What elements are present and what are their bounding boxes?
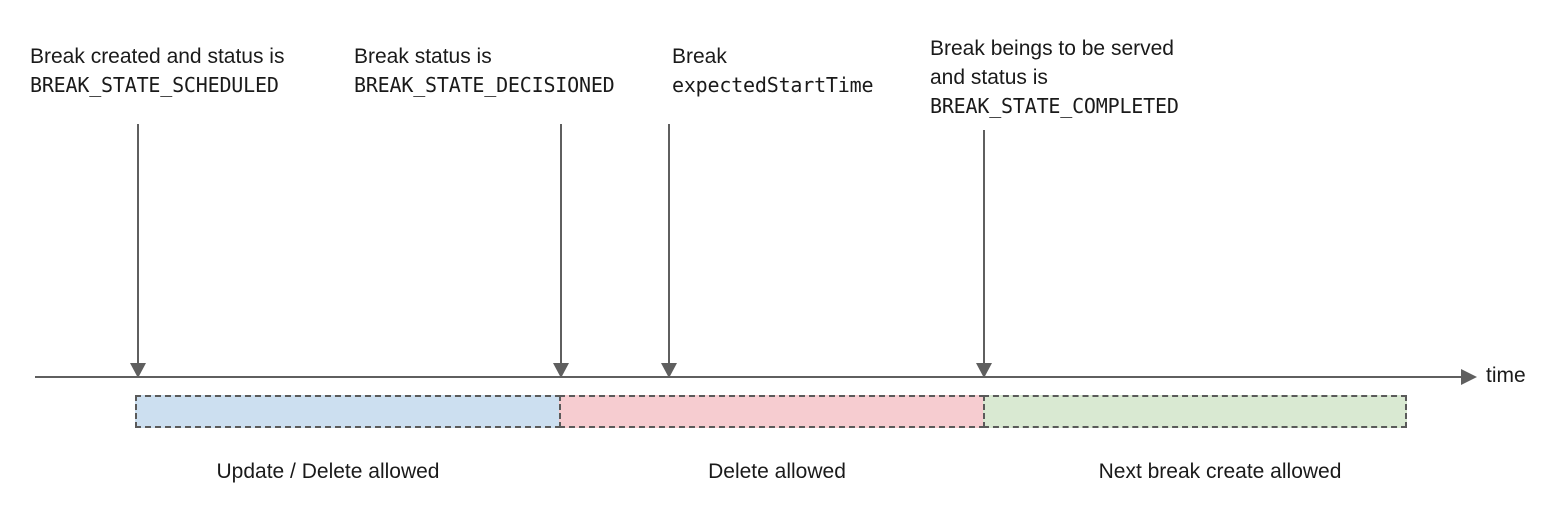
event-arrow-line-break-completed (983, 130, 985, 364)
arrow-right-icon (1461, 369, 1477, 385)
segment-delete-allowed (559, 395, 985, 428)
time-axis-label: time (1486, 364, 1526, 387)
caption-delete-allowed: Delete allowed (708, 460, 846, 483)
annotation-break-decisioned: Break status is BREAK_STATE_DECISIONED (354, 42, 615, 100)
annotation-break-completed: Break beings to be served and status is BR… (930, 34, 1179, 121)
annotation-line: Break created and status is (30, 45, 285, 68)
caption-next-break-create-allowed: Next break create allowed (1098, 460, 1342, 483)
event-arrow-line-break-created (137, 124, 139, 364)
annotation-line: BREAK_STATE_DECISIONED (354, 73, 615, 97)
annotation-line: Break status is (354, 45, 492, 68)
arrow-down-icon (130, 363, 146, 378)
segment-update-delete-allowed (135, 395, 561, 428)
arrow-down-icon (976, 363, 992, 378)
time-axis-line (35, 376, 1467, 378)
annotation-line: and status is (930, 66, 1048, 89)
event-arrow-line-break-expected-start (668, 124, 670, 364)
annotation-break-created: Break created and status is BREAK_STATE_S… (30, 42, 284, 100)
annotation-line: expectedStartTime (672, 73, 874, 97)
annotation-line: Break beings to be served (930, 37, 1174, 60)
annotation-break-expected-start: Break expectedStartTime (672, 42, 874, 100)
caption-update-delete-allowed: Update / Delete allowed (216, 460, 440, 483)
annotation-line: BREAK_STATE_COMPLETED (930, 94, 1179, 118)
event-arrow-line-break-decisioned (560, 124, 562, 364)
arrow-down-icon (553, 363, 569, 378)
annotation-line: BREAK_STATE_SCHEDULED (30, 73, 279, 97)
arrow-down-icon (661, 363, 677, 378)
segment-next-break-create-allowed (983, 395, 1407, 428)
annotation-line: Break (672, 45, 727, 68)
